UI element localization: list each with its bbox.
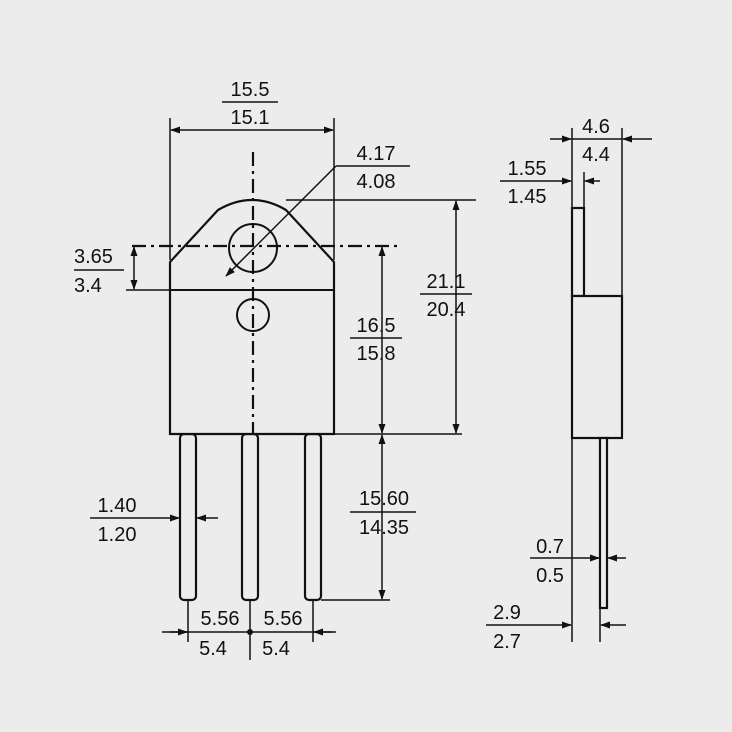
hole-to-base-max-label: 16.5 xyxy=(357,315,396,337)
front-view: 15.5 15.1 4.17 4.08 3.65 3.4 21.1 20.4 1… xyxy=(74,79,476,660)
lead-thickness-max-label: 0.7 xyxy=(536,536,564,558)
tab-thickness-max-label: 1.55 xyxy=(508,158,547,180)
side-lead xyxy=(598,436,609,610)
width-max-label: 15.5 xyxy=(231,79,270,101)
body-height-min-label: 20.4 xyxy=(427,299,466,321)
side-body xyxy=(570,294,624,440)
lead-length-max-label: 15.60 xyxy=(359,488,409,510)
hole-offset-min-label: 3.4 xyxy=(74,275,102,297)
lead-width-min-label: 1.20 xyxy=(98,524,137,546)
pitch-left-min-label: 5.4 xyxy=(199,638,227,660)
hole-offset-max-label: 3.65 xyxy=(74,246,113,268)
side-view: 4.6 4.4 1.55 1.45 0.7 0.5 2.9 2.7 xyxy=(486,116,652,653)
lead-width-max-label: 1.40 xyxy=(98,495,137,517)
lead-offset-min-label: 2.7 xyxy=(493,631,521,653)
pitch-right-max-label: 5.56 xyxy=(264,608,303,630)
lead-length-min-label: 14.35 xyxy=(359,517,409,539)
tab-thickness-min-label: 1.45 xyxy=(508,186,547,208)
lead-right xyxy=(303,432,323,602)
hole-diameter-max-label: 4.17 xyxy=(357,143,396,165)
hole-to-base-min-label: 15.8 xyxy=(357,343,396,365)
hole-diameter-leader xyxy=(225,165,337,277)
width-min-label: 15.1 xyxy=(231,107,270,129)
pitch-right-min-label: 5.4 xyxy=(262,638,290,660)
hole-diameter-min-label: 4.08 xyxy=(357,171,396,193)
pitch-center-dot xyxy=(247,629,253,635)
thickness-min-label: 4.4 xyxy=(582,144,610,166)
lead-thickness-min-label: 0.5 xyxy=(536,565,564,587)
lead-offset-max-label: 2.9 xyxy=(493,602,521,624)
lead-left xyxy=(178,432,198,602)
pitch-left-max-label: 5.56 xyxy=(201,608,240,630)
side-tab xyxy=(570,206,586,298)
body-height-max-label: 21.1 xyxy=(427,271,466,293)
thickness-max-label: 4.6 xyxy=(582,116,610,138)
lead-center xyxy=(240,432,260,602)
